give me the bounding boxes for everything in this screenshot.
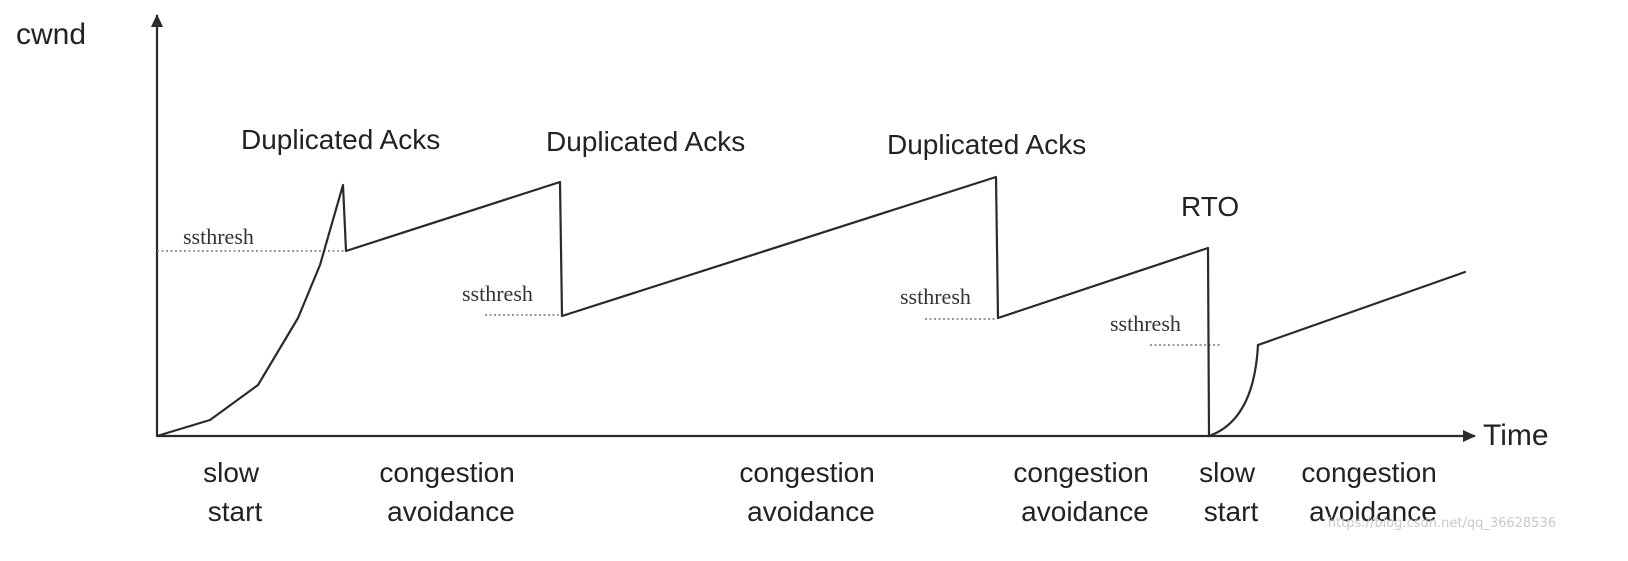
cwnd-curve-final [1256,270,1467,347]
event-label-dup-acks-2: Duplicated Acks [546,126,745,157]
event-label-dup-acks-3: Duplicated Acks [887,129,1086,160]
phase-label-congestion-avoidance-1: congestion avoidance [379,457,522,527]
phase-label-congestion-avoidance-3: congestion avoidance [1013,457,1156,527]
watermark: https://blog.csdn.net/qq_36628536 [1328,516,1556,531]
ssthresh-label-2: ssthresh [462,281,533,306]
y-axis-label: cwnd [16,18,86,51]
ssthresh-label-1: ssthresh [183,224,254,249]
event-label-rto: RTO [1181,191,1239,222]
ssthresh-label-3: ssthresh [900,284,971,309]
phase-label-congestion-avoidance-4: congestion avoidance [1301,457,1444,527]
cwnd-curve-slow-start-2 [1207,343,1260,438]
phase-label-congestion-avoidance-2: congestion avoidance [739,457,882,527]
phase-label-slow-start-2: slow start [1199,457,1263,527]
cwnd-curve [155,175,1211,438]
x-axis-label: Time [1483,419,1549,452]
ssthresh-label-4: ssthresh [1110,311,1181,336]
phase-label-slow-start-1: slow start [203,457,267,527]
event-label-dup-acks-1: Duplicated Acks [241,124,440,155]
